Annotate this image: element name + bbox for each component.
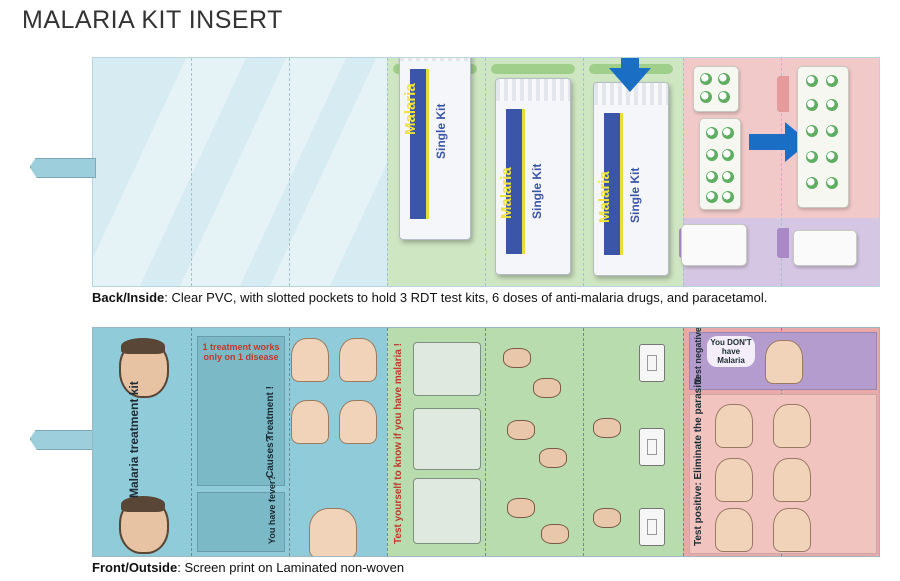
fever-panel bbox=[197, 492, 285, 552]
fold-line bbox=[683, 58, 684, 286]
doctor-illustration bbox=[309, 508, 357, 556]
hand-illustration bbox=[503, 348, 531, 368]
rdt-kit-name: Malaria bbox=[596, 171, 613, 223]
test-result-illustration bbox=[639, 344, 665, 382]
fold-line bbox=[583, 58, 584, 286]
person-illustration bbox=[339, 400, 377, 444]
rdt-kit: Malaria Single Kit bbox=[593, 82, 669, 276]
back-panel: Malaria Single Kit Malaria Single Kit Ma… bbox=[92, 57, 880, 287]
fold-line bbox=[583, 328, 584, 556]
rdt-kit: Malaria Single Kit bbox=[399, 58, 471, 240]
hair-illustration bbox=[121, 338, 165, 354]
test-step-sketch bbox=[413, 478, 481, 544]
person-illustration bbox=[291, 338, 329, 382]
rdt-kit-sub: Single Kit bbox=[530, 163, 544, 219]
paracetamol-blister bbox=[793, 230, 857, 266]
front-caption: Front/Outside: Screen print on Laminated… bbox=[92, 560, 405, 575]
hair-illustration bbox=[121, 496, 165, 512]
rdt-kit-name: Malaria bbox=[498, 167, 515, 219]
treatment-label: Treatment ! bbox=[265, 386, 276, 440]
dont-have-bubble: You DON'T have Malaria bbox=[707, 336, 755, 367]
fold-line bbox=[781, 58, 782, 286]
patient-illustration bbox=[765, 340, 803, 384]
person-illustration bbox=[339, 338, 377, 382]
child-illustration bbox=[773, 404, 811, 448]
fold-line bbox=[289, 328, 290, 556]
fold-line bbox=[191, 58, 192, 286]
person-illustration bbox=[291, 400, 329, 444]
tab-strip bbox=[30, 158, 96, 178]
child-illustration bbox=[773, 458, 811, 502]
fold-line bbox=[289, 58, 290, 286]
pocket-slot bbox=[491, 64, 575, 74]
test-yourself-heading: Test yourself to know if you have malari… bbox=[393, 343, 404, 544]
fold-line bbox=[485, 328, 486, 556]
fever-question: You have fever? bbox=[267, 475, 277, 544]
drug-blister bbox=[693, 66, 739, 112]
right-arrow-icon bbox=[749, 122, 809, 162]
rdt-kit: Malaria Single Kit bbox=[495, 78, 571, 275]
hand-illustration bbox=[533, 378, 561, 398]
paracetamol-blister bbox=[681, 224, 747, 266]
hand-illustration bbox=[593, 508, 621, 528]
hand-illustration bbox=[539, 448, 567, 468]
front-panel: Malaria treatment kit 1 treatment works … bbox=[92, 327, 880, 557]
page-title: MALARIA KIT INSERT bbox=[22, 6, 283, 34]
drug-blister bbox=[699, 118, 741, 210]
child-illustration bbox=[715, 404, 753, 448]
rdt-kit-sub: Single Kit bbox=[628, 167, 642, 223]
child-illustration bbox=[715, 458, 753, 502]
test-positive-label: Test positive: Eliminate the parasite bbox=[693, 376, 704, 546]
fold-line bbox=[683, 328, 684, 556]
rdt-package-sketch bbox=[413, 342, 481, 396]
test-result-illustration bbox=[639, 508, 665, 546]
rdt-kit-name: Malaria bbox=[402, 83, 419, 135]
fold-line bbox=[387, 328, 388, 556]
pocket-tab bbox=[777, 228, 789, 258]
fold-line bbox=[387, 58, 388, 286]
fold-line bbox=[485, 58, 486, 286]
drug-blister bbox=[797, 66, 849, 208]
hand-illustration bbox=[507, 498, 535, 518]
back-caption: Back/Inside: Clear PVC, with slotted poc… bbox=[92, 290, 768, 305]
child-illustration bbox=[773, 508, 811, 552]
kit-title: Malaria treatment kit bbox=[127, 381, 141, 498]
rdt-kit-sub: Single Kit bbox=[434, 103, 448, 159]
treatment-panel bbox=[197, 336, 285, 486]
hand-illustration bbox=[541, 524, 569, 544]
test-result-illustration bbox=[639, 428, 665, 466]
hand-illustration bbox=[507, 420, 535, 440]
causes-label: Causes? bbox=[265, 436, 276, 478]
tab-strip bbox=[30, 430, 96, 450]
down-arrow-icon bbox=[609, 58, 651, 92]
child-illustration bbox=[715, 508, 753, 552]
test-step-sketch bbox=[413, 408, 481, 470]
pocket-tab bbox=[777, 76, 789, 112]
fold-line bbox=[191, 328, 192, 556]
hand-illustration bbox=[593, 418, 621, 438]
treatment-text: 1 treatment works only on 1 disease bbox=[202, 342, 280, 362]
